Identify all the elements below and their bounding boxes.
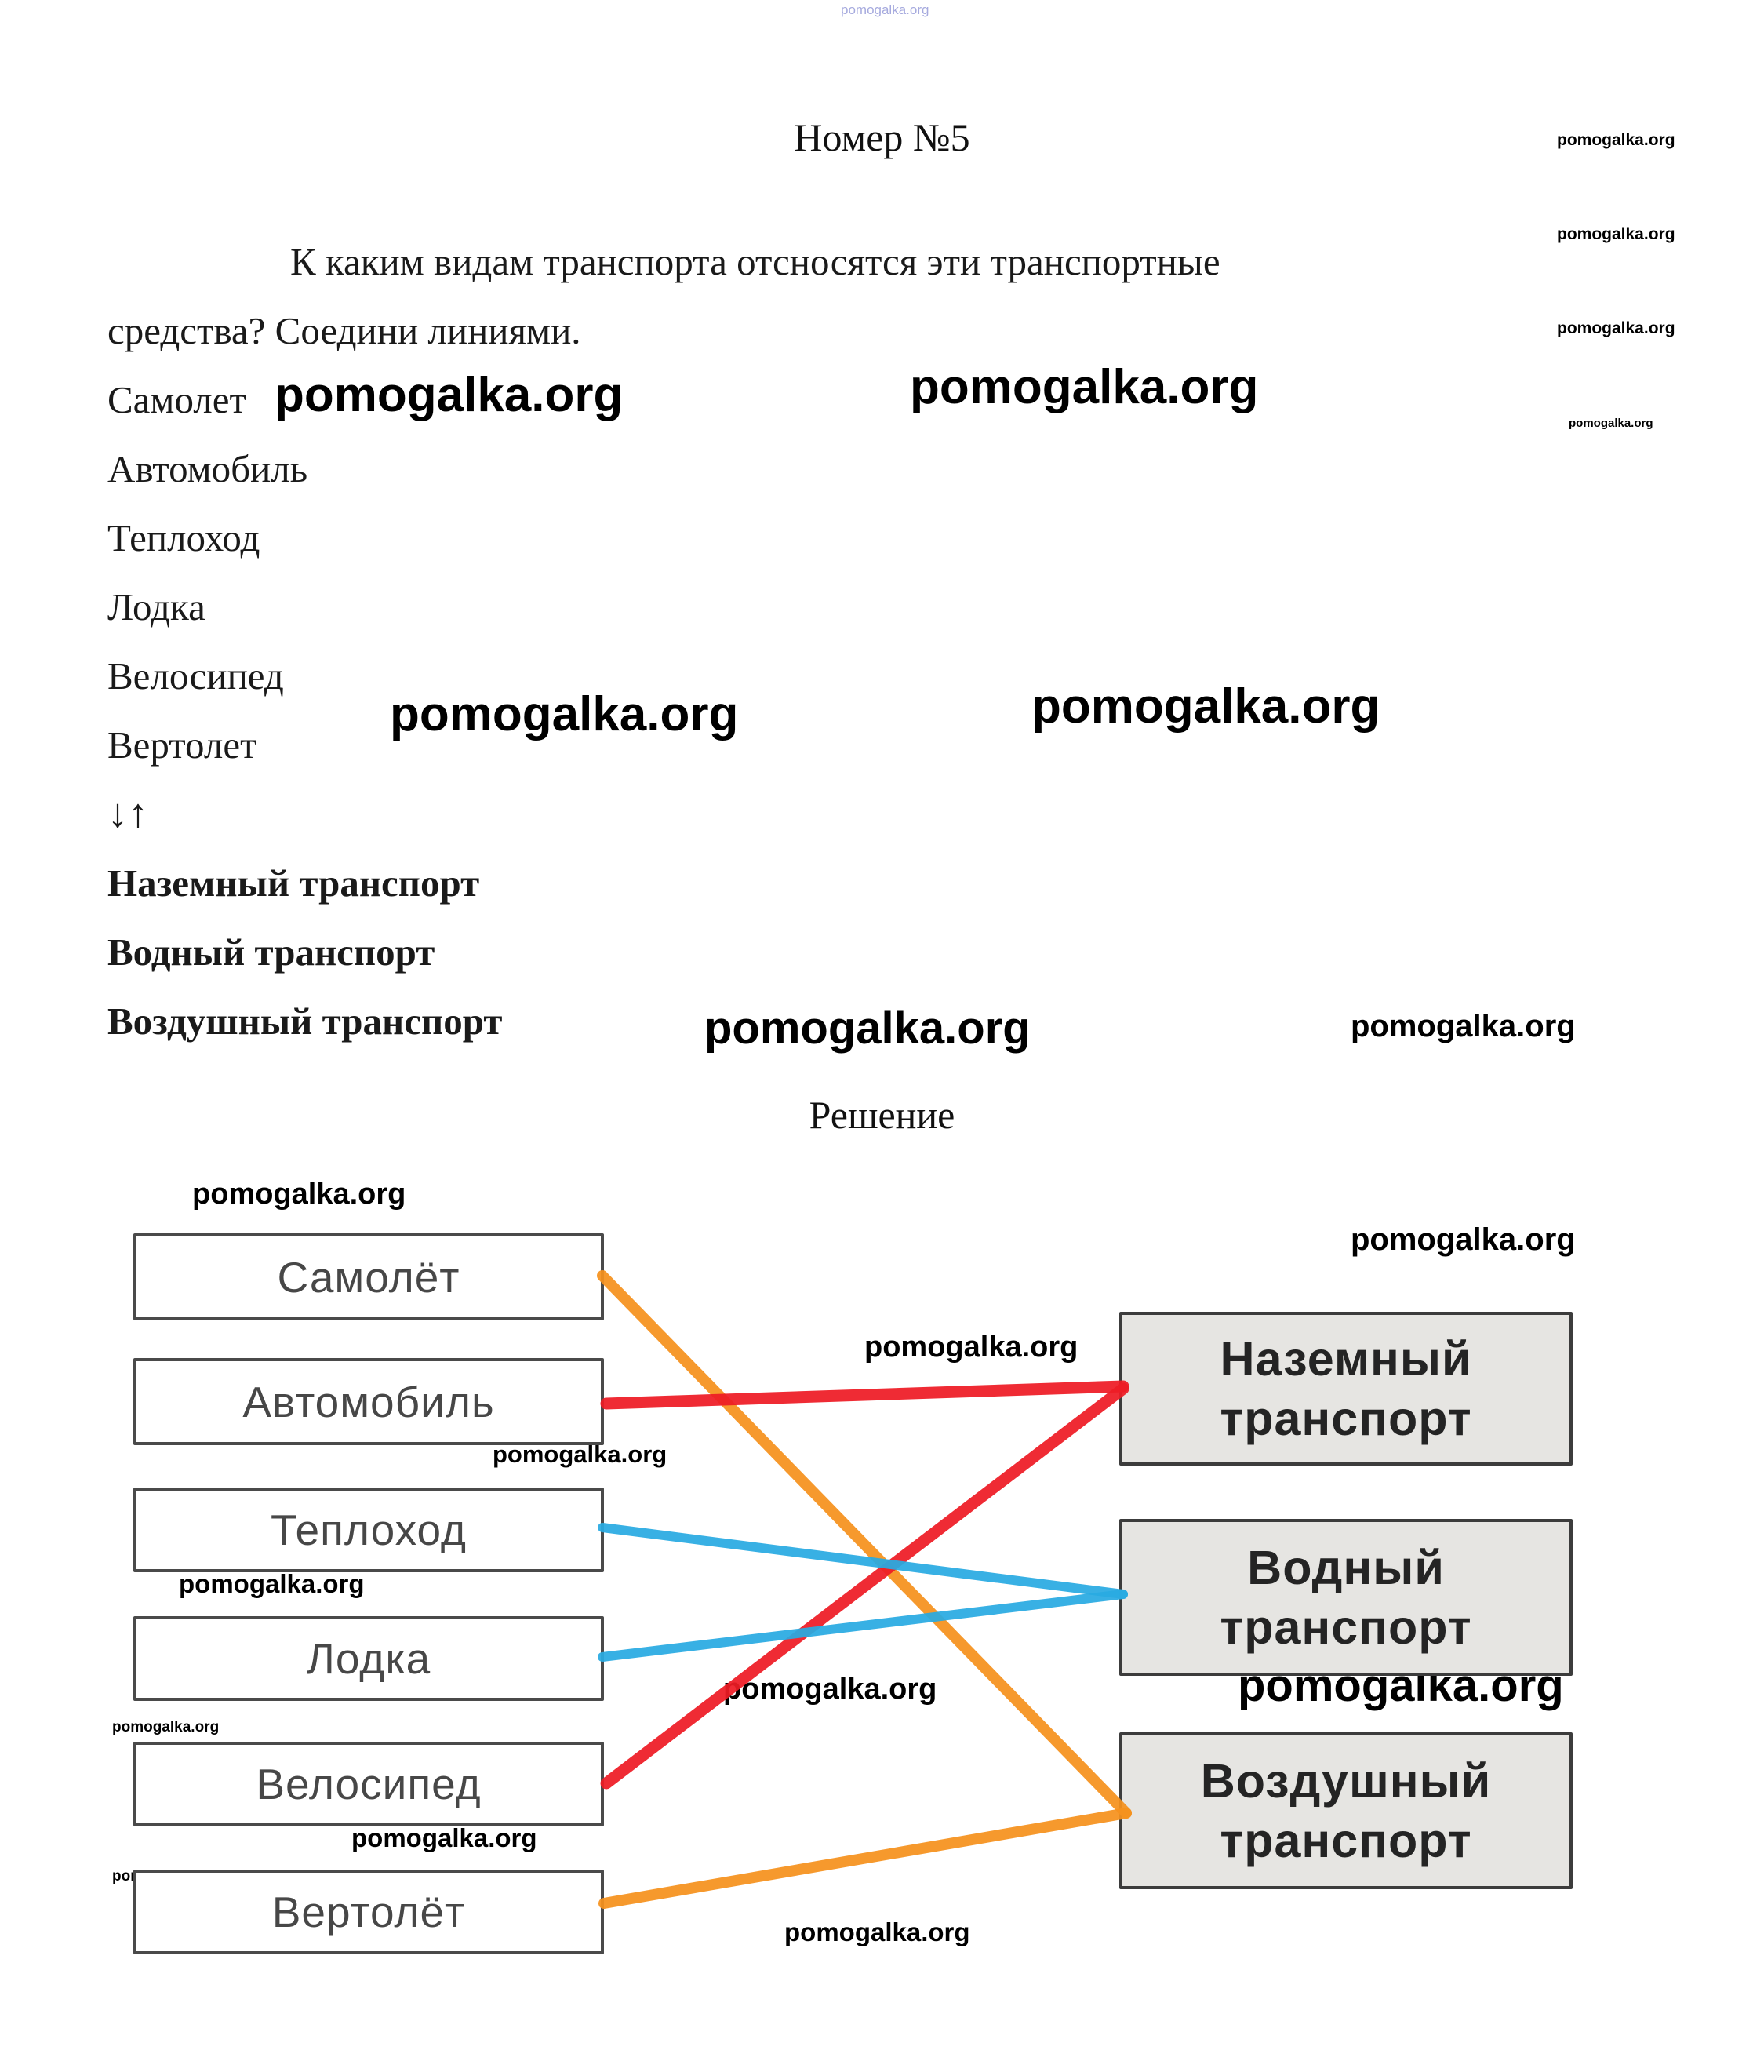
category-list-item: Водный транспорт bbox=[107, 930, 435, 974]
watermark: pomogalka.org bbox=[493, 1440, 667, 1468]
vehicle-list-item: Вертолет bbox=[107, 723, 257, 767]
right-box-label: Наземный транспорт bbox=[1220, 1331, 1472, 1445]
watermark: pomogalka.org bbox=[1569, 417, 1653, 430]
watermark: pomogalka.org bbox=[723, 1673, 937, 1706]
connection-line bbox=[598, 1808, 1132, 1909]
connection-line bbox=[600, 1382, 1129, 1790]
left-box-velosiped: Велосипед bbox=[133, 1742, 604, 1826]
connection-line bbox=[598, 1590, 1128, 1662]
left-box-label: Вертолёт bbox=[271, 1888, 466, 1936]
watermark: pomogalka.org bbox=[390, 687, 739, 741]
vehicle-list-item: Самолет bbox=[107, 377, 246, 421]
task-text-line2: средства? Соедини линиями. bbox=[107, 308, 581, 352]
updown-arrows-icon: ↓↑ bbox=[107, 791, 148, 836]
vehicle-list-item: Лодка bbox=[107, 584, 205, 628]
right-box-water: Водный транспорт bbox=[1119, 1519, 1573, 1676]
left-box-label: Велосипед bbox=[256, 1760, 482, 1808]
left-box-label: Теплоход bbox=[271, 1506, 467, 1554]
task-section: К каким видам транспорта отсносятся эти … bbox=[107, 227, 1488, 1055]
left-box-vertolet: Вертолёт bbox=[133, 1870, 604, 1954]
watermark: pomogalka.org bbox=[1557, 319, 1675, 337]
right-box-label: Водный транспорт bbox=[1220, 1540, 1472, 1654]
watermark: pomogalka.org bbox=[910, 360, 1259, 414]
task-text-line1: К каким видам транспорта отсносятся эти … bbox=[290, 239, 1220, 283]
watermark: pomogalka.org bbox=[192, 1178, 406, 1211]
watermark: pomogalka.org bbox=[1557, 131, 1675, 149]
watermark: pomogalka.org bbox=[704, 1003, 1031, 1054]
solution-heading: Решение bbox=[809, 1093, 955, 1137]
watermark: pomogalka.org bbox=[1031, 679, 1380, 734]
watermark: pomogalka.org bbox=[841, 2, 929, 17]
left-box-samolet: Самолёт bbox=[133, 1233, 604, 1320]
left-box-label: Лодка bbox=[306, 1634, 431, 1683]
vehicle-list-item: Автомобиль bbox=[107, 446, 308, 490]
watermark: pomogalka.org bbox=[1351, 1222, 1576, 1257]
watermark: pomogalka.org bbox=[179, 1569, 365, 1598]
left-box-label: Самолёт bbox=[277, 1252, 460, 1302]
vehicle-list-item: Велосипед bbox=[107, 654, 284, 697]
page-title: Номер №5 bbox=[794, 115, 970, 159]
right-box-ground: Наземный транспорт bbox=[1119, 1312, 1573, 1466]
right-box-air: Воздушный транспорт bbox=[1119, 1732, 1573, 1889]
left-box-lodka: Лодка bbox=[133, 1616, 604, 1701]
watermark: pomogalka.org bbox=[112, 1719, 220, 1735]
category-list-item: Воздушный транспорт bbox=[107, 999, 503, 1043]
connection-line bbox=[600, 1380, 1129, 1410]
watermark: pomogalka.org bbox=[864, 1331, 1078, 1364]
left-box-teplohod: Теплоход bbox=[133, 1488, 604, 1572]
connection-line bbox=[598, 1523, 1128, 1599]
left-box-avtomobil: Автомобиль bbox=[133, 1358, 604, 1445]
watermark: pomogalka.org bbox=[1351, 1009, 1576, 1043]
watermark: pomogalka.org bbox=[275, 368, 624, 422]
watermark: pomogalka.org bbox=[784, 1917, 970, 1946]
left-box-label: Автомобиль bbox=[242, 1377, 495, 1426]
watermark: pomogalka.org bbox=[1557, 225, 1675, 243]
vehicle-list-item: Теплоход bbox=[107, 515, 260, 559]
right-box-label: Воздушный транспорт bbox=[1200, 1753, 1492, 1867]
category-list-item: Наземный транспорт bbox=[107, 861, 480, 905]
watermark: pomogalka.org bbox=[351, 1823, 537, 1852]
